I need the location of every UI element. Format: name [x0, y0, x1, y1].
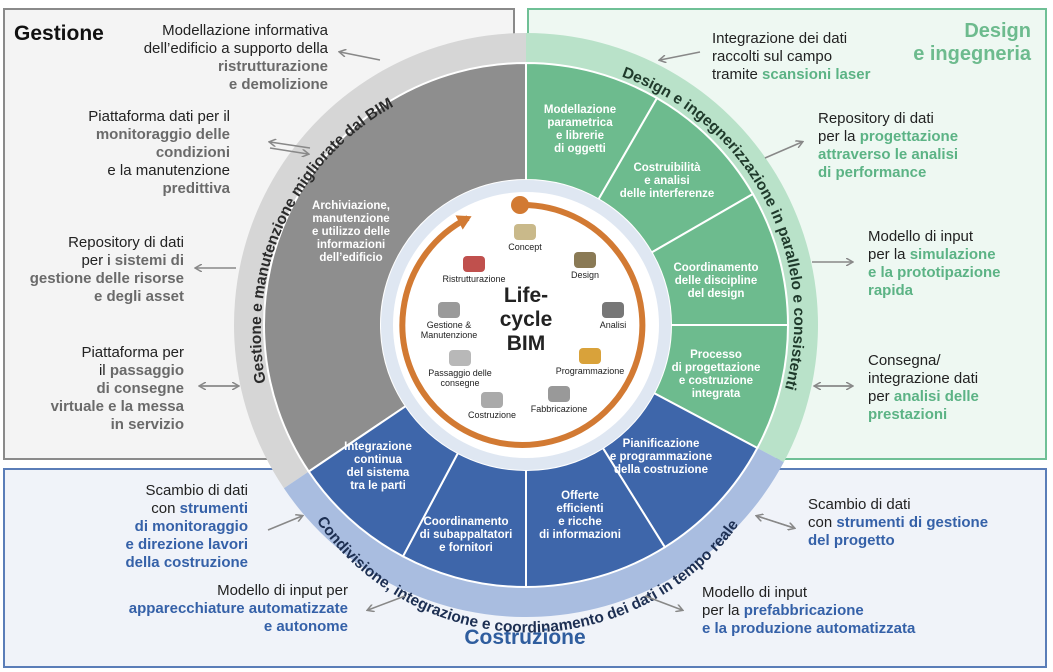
title-gestione: Gestione [14, 22, 104, 45]
note-c1: Scambio di dati con strumenti di monitor… [125, 482, 248, 571]
stage-programmazione: Programmazione [552, 348, 628, 376]
note-c4: Modello di input per la prefabbricazione… [702, 584, 916, 637]
renovation-icon [463, 256, 485, 272]
factory-icon [548, 386, 570, 402]
connector-arrows [196, 52, 852, 610]
stage-ristrutturazione: Ristrutturazione [434, 256, 514, 284]
ring-band-design [526, 33, 818, 463]
cycle-start-dot [511, 196, 529, 214]
arrow-c4 [644, 595, 682, 610]
note-c2: Modello di input per apparecchiature aut… [128, 582, 348, 635]
note-d4: Consegna/integrazione dati per analisi d… [868, 352, 979, 423]
stage-costruzione: Costruzione [462, 392, 522, 420]
title-costruzione: Costruzione [464, 626, 586, 649]
concept-icon [514, 224, 536, 240]
analysis-icon [602, 302, 624, 318]
maintenance-icon [438, 302, 460, 318]
arrow-d1 [660, 51, 701, 60]
arrow-g2b [269, 147, 308, 154]
stage-concept: Concept [500, 224, 550, 252]
arrow-g1 [340, 52, 381, 61]
arrow-c2 [368, 595, 406, 610]
arrow-g2 [270, 142, 311, 149]
arrow-d2 [764, 142, 802, 159]
arrow-c3b [757, 516, 795, 529]
arrow-c1 [267, 516, 302, 531]
stage-gestione: Gestione & Manutenzione [418, 302, 480, 340]
stage-analisi: Analisi [588, 302, 638, 330]
note-g4: Piattaforma per il passaggio di consegne… [50, 344, 184, 433]
note-d3: Modello di input per la simulazione e la… [868, 228, 1001, 299]
house-icon [574, 252, 596, 268]
stage-fabbricazione: Fabbricazione [526, 386, 592, 414]
crane-icon [481, 392, 503, 408]
workers-icon [579, 348, 601, 364]
cycle-arrow [399, 201, 646, 448]
note-g3: Repository di dati per i sistemi di gest… [29, 234, 184, 305]
handover-icon [449, 350, 471, 366]
title-design: Design e ingegneria [913, 20, 1031, 65]
note-d2: Repository di dati per la progettazione … [818, 110, 959, 181]
stage-passaggio: Passaggio delle consegne [422, 350, 498, 388]
stage-design: Design [560, 252, 610, 280]
note-g2: Piattaforma dati per il monitoraggio del… [88, 108, 230, 197]
note-c3: Scambio di dati con strumenti di gestion… [808, 496, 989, 549]
ring-band-costruzione [283, 448, 784, 617]
